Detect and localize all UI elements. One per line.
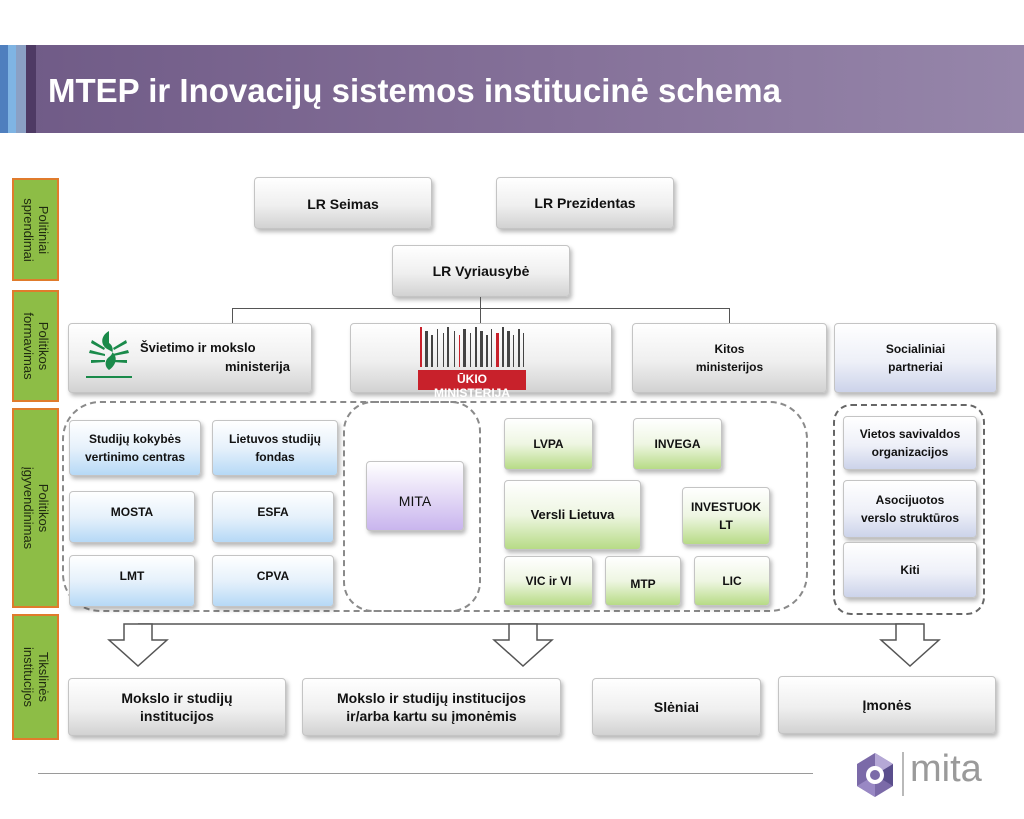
dashed-group-regional (833, 404, 985, 615)
page-title: MTEP ir Inovacijų sistemos institucinė s… (48, 72, 781, 109)
connector-drop-kitos (729, 308, 730, 324)
box-vic-ir-vi: VIC ir VI (504, 556, 593, 606)
box-sleniai: Slėniai (592, 678, 761, 736)
mita-logo-text: mita (910, 748, 982, 790)
box-lvpa: LVPA (504, 418, 593, 470)
smm-label: Švietimo ir mokslo ministerija (140, 338, 290, 376)
title-stripe-dark (26, 45, 36, 133)
box-mita: MITA (366, 461, 464, 531)
side-label-formavimas-text: Politikos formavimas (20, 312, 51, 380)
dashed-group-mita (343, 401, 481, 612)
box-mokslo-institucijos: Mokslo ir studijų institucijos (68, 678, 286, 736)
box-kitos-ministerijos: Kitos ministerijos (632, 323, 827, 393)
box-socialiniai-partneriai: Socialiniai partneriai (834, 323, 997, 393)
box-investuok-lt: INVESTUOK LT (682, 487, 770, 545)
smm-logo-icon (86, 331, 132, 378)
box-vietos-savivaldos: Vietos savivaldos organizacijos (843, 416, 977, 470)
connector-drop-um (480, 308, 481, 324)
side-label-igyvendinimas: Politikos įgyvendinimas (12, 408, 59, 608)
title-stripe-lightblue (8, 45, 16, 133)
title-stripe-slate (16, 45, 26, 133)
box-kiti: Kiti (843, 542, 977, 598)
title-stripe-blue (0, 45, 8, 133)
box-lr-prezidentas: LR Prezidentas (496, 177, 674, 229)
side-label-igyvendinimas-text: Politikos įgyvendinimas (20, 466, 51, 550)
arrow-down-icon (107, 623, 941, 668)
smm-label-line1: Švietimo ir mokslo (140, 340, 256, 355)
box-imones: Įmonės (778, 676, 996, 734)
connector-vertical (480, 297, 481, 309)
side-label-politiniai: Politiniai sprendimai (12, 178, 59, 281)
box-mtp: MTP (605, 556, 681, 606)
smm-label-line2: ministerija (224, 359, 290, 374)
footer-divider (38, 773, 813, 774)
logo-separator (902, 752, 904, 796)
connector-drop-smm (232, 308, 233, 324)
um-logo-banner (418, 370, 526, 390)
box-lmt: LMT (69, 555, 195, 607)
box-lic: LIC (694, 556, 770, 606)
um-logo-text: ŪKIO MINISTERIJA (433, 372, 510, 400)
box-cpva: CPVA (212, 555, 334, 607)
box-mosta: MOSTA (69, 491, 195, 543)
box-lr-seimas: LR Seimas (254, 177, 432, 229)
box-lr-vyriausybe: LR Vyriausybė (392, 245, 570, 297)
box-esfa: ESFA (212, 491, 334, 543)
mita-logo-icon (857, 753, 893, 797)
box-mokslo-imones: Mokslo ir studijų institucijos ir/arba k… (302, 678, 561, 736)
box-asocijuotos-verslo: Asocijuotos verslo struktūros (843, 480, 977, 538)
title-bar (0, 45, 1024, 133)
box-invega: INVEGA (633, 418, 722, 470)
side-label-formavimas: Politikos formavimas (12, 290, 59, 402)
um-barcode-icon (420, 327, 524, 367)
side-label-tikslines: Tikslinės institucijos (12, 614, 59, 740)
box-skvc: Studijų kokybės vertinimo centras (69, 420, 201, 476)
arrow-row (107, 623, 941, 668)
box-versli-lietuva: Versli Lietuva (504, 480, 641, 550)
box-lsf: Lietuvos studijų fondas (212, 420, 338, 476)
